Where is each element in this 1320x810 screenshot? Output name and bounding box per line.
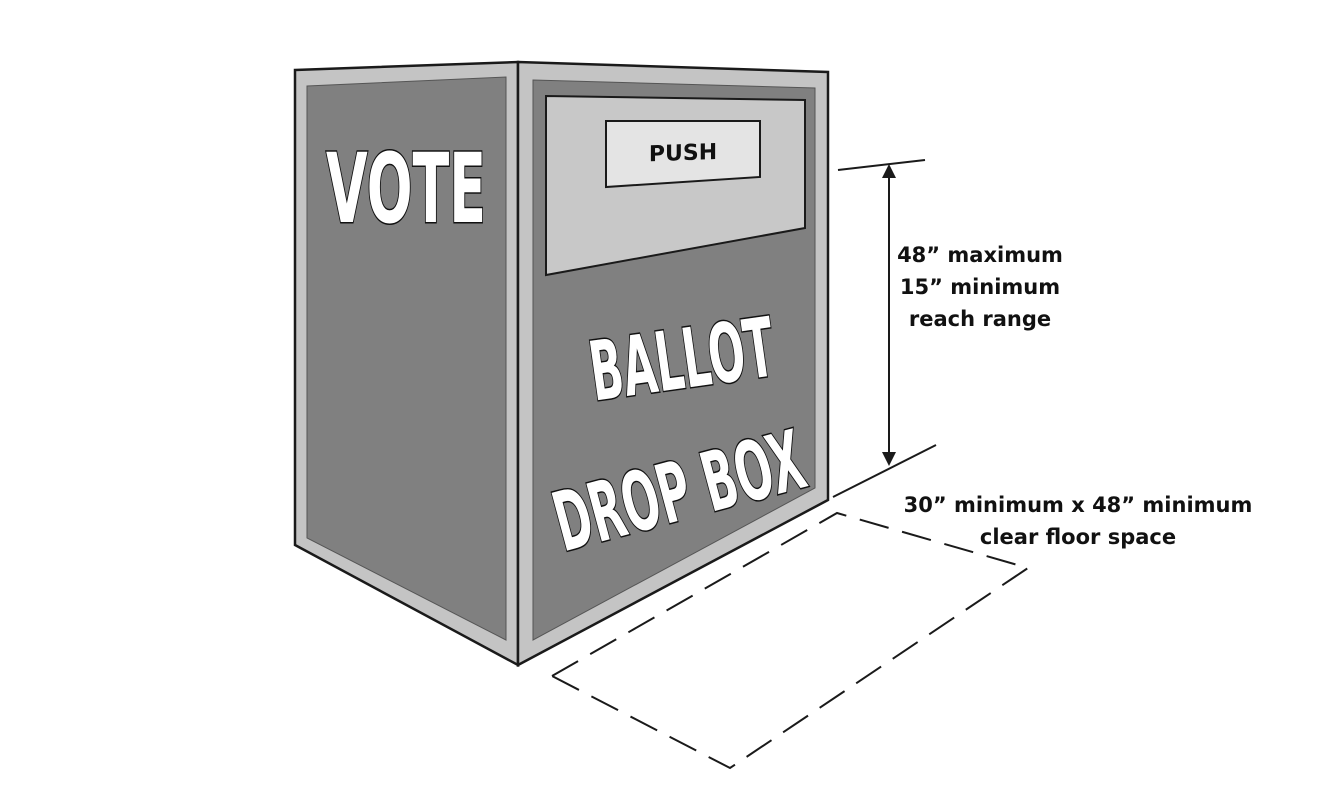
reach-caption-line-3: reach range <box>909 307 1051 331</box>
box-side-panel <box>306 76 507 641</box>
reach-arrow-up-icon <box>882 164 896 178</box>
reach-arrow-down-icon <box>882 452 896 466</box>
reach-caption-line-2: 15” minimum <box>900 275 1060 299</box>
clear-floor-space-outline <box>549 511 1031 770</box>
push-plate[interactable] <box>605 120 761 189</box>
floor-caption-line-2: clear floor space <box>980 525 1176 549</box>
top-reference-line <box>837 159 926 171</box>
reach-caption-line-1: 48” maximum <box>897 243 1063 267</box>
vote-label: VOTE <box>326 133 486 245</box>
ground-reference-line <box>832 444 937 498</box>
floor-caption-line-1: 30” minimum x 48” minimum <box>904 493 1253 517</box>
push-label: PUSH <box>649 140 717 167</box>
